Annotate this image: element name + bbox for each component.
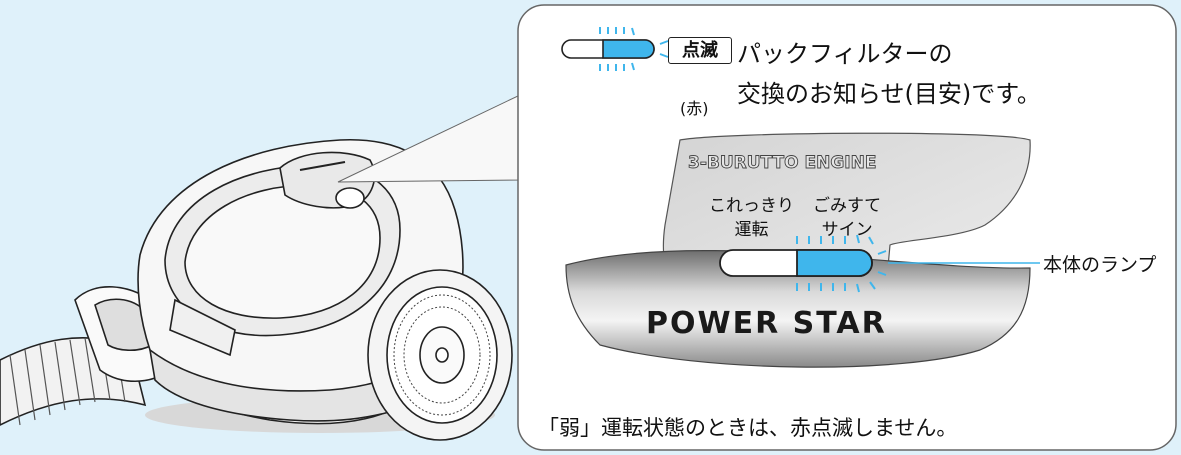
mode-label-left: これっきり 運転: [709, 194, 794, 242]
footnote: 「弱」運転状態のときは、赤点滅しません。: [538, 416, 958, 440]
callout-wedge: [337, 94, 521, 183]
color-note: (赤): [680, 99, 709, 118]
engine-label: 3-BURUTTO ENGINE: [688, 153, 876, 173]
control-panel-plate: 3-BURUTTO ENGINE POWER STAR: [565, 132, 1040, 368]
vacuum-cleaner-image: [0, 138, 513, 441]
blinking-lamp-icon: [561, 27, 669, 71]
lamp-callout-label: 本体のランプ: [1043, 254, 1157, 276]
lamp-lit-segment: [796, 249, 873, 277]
lamp-blink-marks: [796, 234, 887, 293]
mode-right-line2: サイン: [821, 220, 873, 240]
notice-line-1: パックフィルターの: [737, 40, 953, 68]
blink-badge: 点滅: [668, 37, 732, 64]
mode-right-line1: ごみすて: [813, 196, 882, 216]
mode-label-right: ごみすて サイン: [813, 194, 881, 242]
mode-left-line1: これっきり: [709, 196, 794, 216]
brand-label: POWER STAR: [646, 306, 887, 341]
notice-line-2: 交換のお知らせ(目安)です。: [737, 80, 1041, 108]
mode-left-line2: 運転: [734, 220, 769, 240]
